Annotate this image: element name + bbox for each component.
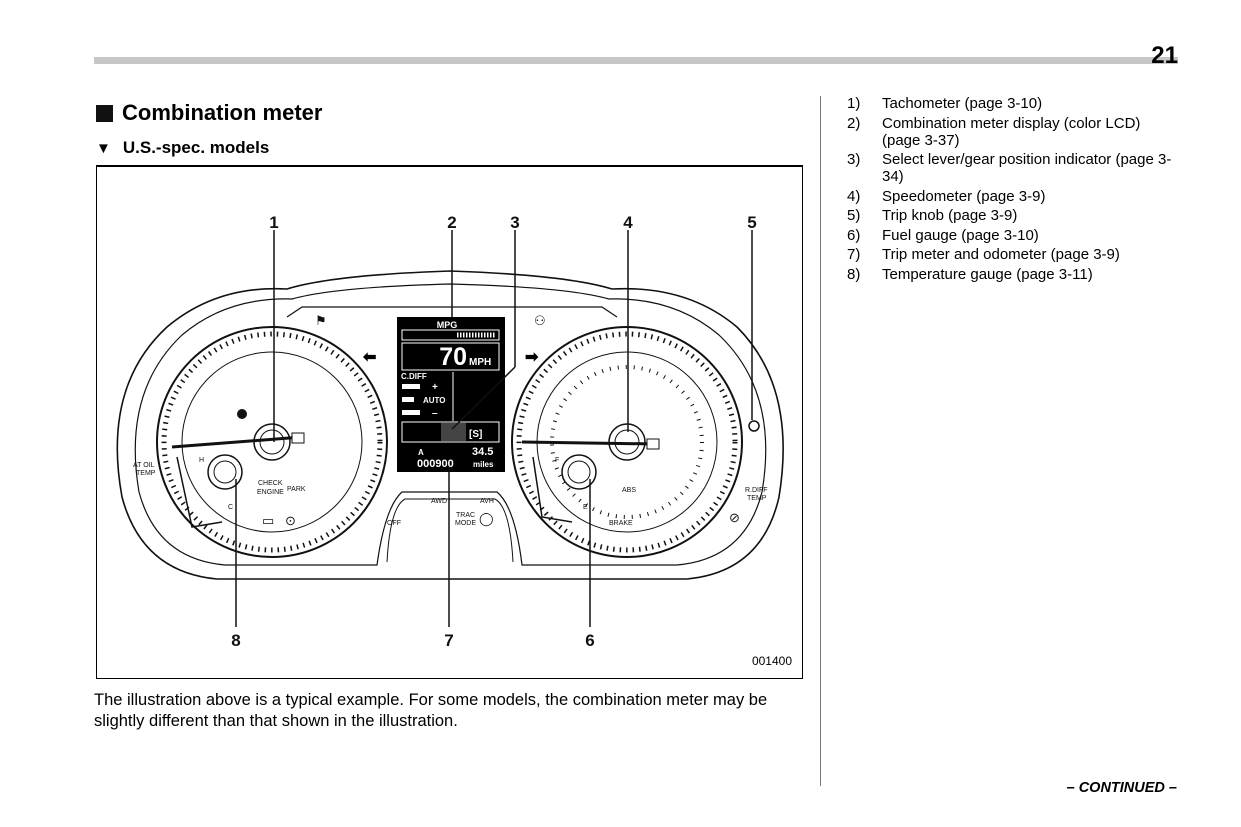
warning-icon: ⊘	[729, 510, 740, 525]
legend-text: Fuel gauge (page 3-10)	[882, 226, 1039, 244]
continued-marker: – CONTINUED –	[1066, 780, 1177, 796]
brake-label: BRAKE	[609, 520, 633, 527]
square-bullet-icon	[96, 104, 113, 122]
left-turn-icon: ⬅	[362, 349, 376, 366]
callout-6: 6	[585, 631, 594, 650]
header-rule	[94, 57, 1178, 64]
legend-item: 7) Trip meter and odometer (page 3-9)	[847, 246, 1177, 263]
legend-text: Tachometer (page 3-10)	[882, 95, 1043, 112]
legend-item: 5) Trip knob (page 3-9)	[847, 207, 1177, 224]
trac-icon: ◯	[479, 511, 494, 527]
speed-readout: 70	[439, 343, 467, 371]
fuel-f-label: F	[555, 457, 559, 464]
legend-text: Temperature gauge (page 3-11)	[882, 265, 1093, 283]
legend-text: Trip knob (page 3-9)	[882, 207, 1018, 224]
legend-text: Speedometer (page 3-9)	[882, 187, 1046, 205]
section-title-text: Combination meter	[122, 100, 323, 125]
legend-item: 8) Temperature gauge (page 3-11)	[847, 266, 1177, 283]
off-label: OFF	[387, 520, 401, 527]
legend-item: 2) Combination meter display (color LCD) …	[847, 115, 1177, 149]
seatbelt-icon: ⚇	[534, 313, 546, 328]
temp-c-label: C	[228, 504, 233, 511]
meter-housing-inner	[134, 283, 767, 566]
column-divider	[820, 96, 821, 786]
check-engine-label-2: ENGINE	[257, 489, 284, 496]
triangle-bullet-icon: ▼	[96, 139, 111, 157]
odometer-unit: miles	[473, 460, 494, 469]
legend-text: Combination meter display (color LCD) (p…	[882, 114, 1141, 149]
legend-num: 7)	[847, 246, 861, 263]
trip-knob	[748, 420, 760, 432]
figure-id: 001400	[751, 654, 792, 668]
callout-8: 8	[231, 631, 240, 650]
meter-housing	[116, 270, 784, 580]
legend-num: 3)	[847, 151, 861, 168]
callout-5: 5	[747, 213, 756, 232]
legend-item: 4) Speedometer (page 3-9)	[847, 188, 1177, 205]
subsection-title: ▼ U.S.-spec. models	[96, 138, 269, 158]
odometer-value: 000900	[417, 458, 454, 470]
brake-warning-icon: ⊙	[285, 513, 296, 528]
callout-2: 2	[447, 213, 456, 232]
legend-num: 4)	[847, 187, 861, 205]
fuel-e-label: E	[583, 504, 588, 511]
at-oil-temp-label-1: AT OIL	[133, 462, 155, 469]
rdiff-temp-label-1: R.DIFF	[745, 487, 768, 494]
legend-item: 3) Select lever/gear position indicator (…	[847, 151, 1177, 185]
cdiff-minus: –	[432, 408, 438, 419]
page-number: 21	[1151, 42, 1178, 69]
callout-3: 3	[510, 213, 519, 232]
trip-value: 34.5	[472, 446, 493, 458]
callout-7: 7	[444, 631, 453, 650]
fuel-gauge	[561, 454, 597, 490]
figure-caption: The illustration above is a typical exam…	[94, 691, 768, 730]
avh-label: AVH	[480, 498, 494, 505]
trac-mode-label-1: TRAC	[456, 512, 475, 519]
lcd-display: MPG 70 MPH C.DIFF + AUTO – [S] A 34.5 00…	[397, 317, 505, 472]
cdiff-plus: +	[432, 382, 438, 393]
cdiff-auto: AUTO	[423, 396, 446, 405]
legend-text: Trip meter and odometer (page 3-9)	[882, 246, 1120, 263]
combination-meter-figure: MPG 70 MPH C.DIFF + AUTO – [S] A 34.5 00…	[96, 165, 803, 679]
legend-num: 8)	[847, 265, 861, 283]
temp-h-label: H	[199, 457, 204, 464]
section-title: Combination meter	[96, 100, 322, 126]
legend-num: 2)	[847, 114, 861, 132]
callout-4: 4	[623, 213, 633, 232]
gear-indicator: [S]	[469, 429, 482, 440]
abs-label: ABS	[622, 487, 636, 494]
speed-unit: MPH	[469, 357, 491, 368]
speedometer	[511, 326, 743, 558]
right-turn-icon: ➡	[525, 349, 539, 366]
temperature-gauge	[207, 454, 243, 490]
legend-num: 6)	[847, 226, 861, 244]
mpg-label: MPG	[437, 320, 458, 330]
legend-item: 1) Tachometer (page 3-10)	[847, 95, 1177, 112]
legend-num: 5)	[847, 207, 861, 224]
combination-meter-illustration: MPG 70 MPH C.DIFF + AUTO – [S] A 34.5 00…	[116, 213, 784, 650]
trac-mode-label-2: MODE	[455, 520, 476, 527]
tachometer	[156, 326, 388, 558]
lower-center-panel	[386, 498, 514, 563]
headlight-icon: ⚑	[315, 313, 327, 328]
awd-label: AWD	[431, 498, 447, 505]
callout-1: 1	[269, 213, 278, 232]
park-label: PARK	[287, 486, 306, 493]
check-engine-label-1: CHECK	[258, 480, 283, 487]
at-oil-temp-label-2: TEMP	[136, 470, 156, 477]
rdiff-temp-label-2: TEMP	[747, 495, 767, 502]
cdiff-label: C.DIFF	[401, 372, 427, 381]
legend-item: 6) Fuel gauge (page 3-10)	[847, 227, 1177, 244]
battery-icon: ▭	[262, 513, 274, 528]
legend-text: Select lever/gear position indicator (pa…	[882, 151, 1172, 185]
trip-letter: A	[418, 448, 424, 457]
callout-legend: 1) Tachometer (page 3-10) 2) Combination m…	[847, 95, 1177, 285]
subsection-title-text: U.S.-spec. models	[122, 138, 270, 157]
legend-num: 1)	[847, 95, 861, 112]
